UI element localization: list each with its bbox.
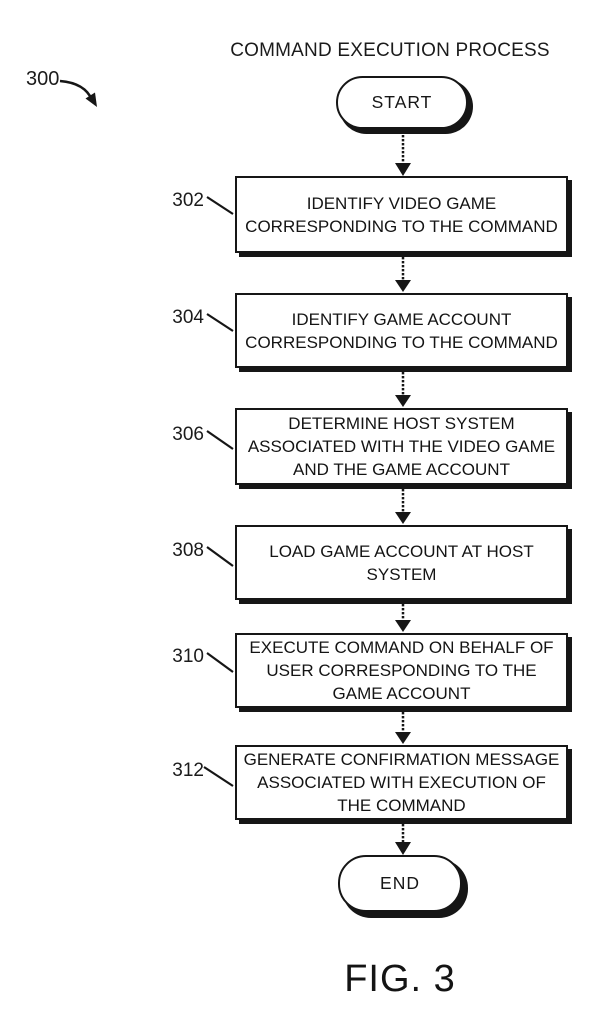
step-box-304: IDENTIFY GAME ACCOUNT CORRESPONDING TO T… [235,293,568,368]
step-box-302: IDENTIFY VIDEO GAME CORRESPONDING TO THE… [235,176,568,253]
flow-arrow [395,820,411,855]
step-box-312: GENERATE CONFIRMATION MESSAGE ASSOCIATED… [235,745,568,820]
flow-arrow [395,127,411,176]
leader-line [206,430,234,450]
step-ref-label-312: 312 [172,760,204,781]
start-terminal-label: START [371,92,433,112]
leader-line [206,652,234,673]
flow-arrow [395,708,411,744]
figure-caption: FIG. 3 [344,958,456,1000]
step-ref-label-308: 308 [172,540,204,561]
figure-reference-number: 300 [26,68,60,90]
flow-arrow [395,485,411,524]
leader-line [203,766,234,787]
end-terminal: END [338,855,462,912]
leader-lines [203,196,234,787]
figure-title: COMMAND EXECUTION PROCESS [230,40,550,61]
step-text: DETERMINE HOST SYSTEM ASSOCIATED WITH TH… [247,414,556,479]
start-terminal: START [336,76,468,129]
step-box-308: LOAD GAME ACCOUNT AT HOST SYSTEM [235,525,568,600]
step-box-306: DETERMINE HOST SYSTEM ASSOCIATED WITH TH… [235,408,568,485]
step-text: GENERATE CONFIRMATION MESSAGE ASSOCIATED… [243,750,560,815]
step-ref-label-304: 304 [172,307,204,328]
flow-arrow [395,368,411,407]
flow-arrow [395,600,411,632]
end-terminal-label: END [380,873,420,893]
leader-line [206,313,234,332]
leader-line [206,196,234,215]
step-text: EXECUTE COMMAND ON BEHALF OF USER CORRES… [249,638,554,703]
step-text: LOAD GAME ACCOUNT AT HOST SYSTEM [269,541,534,584]
step-text: IDENTIFY VIDEO GAME CORRESPONDING TO THE… [245,193,558,236]
step-ref-label-306: 306 [172,424,204,445]
flow-arrow [395,253,411,292]
step-ref-label-302: 302 [172,190,204,211]
step-text: IDENTIFY GAME ACCOUNT CORRESPONDING TO T… [245,309,558,352]
step-ref-label-310: 310 [172,646,204,667]
step-box-310: EXECUTE COMMAND ON BEHALF OF USER CORRES… [235,633,568,708]
leader-line [206,546,234,567]
